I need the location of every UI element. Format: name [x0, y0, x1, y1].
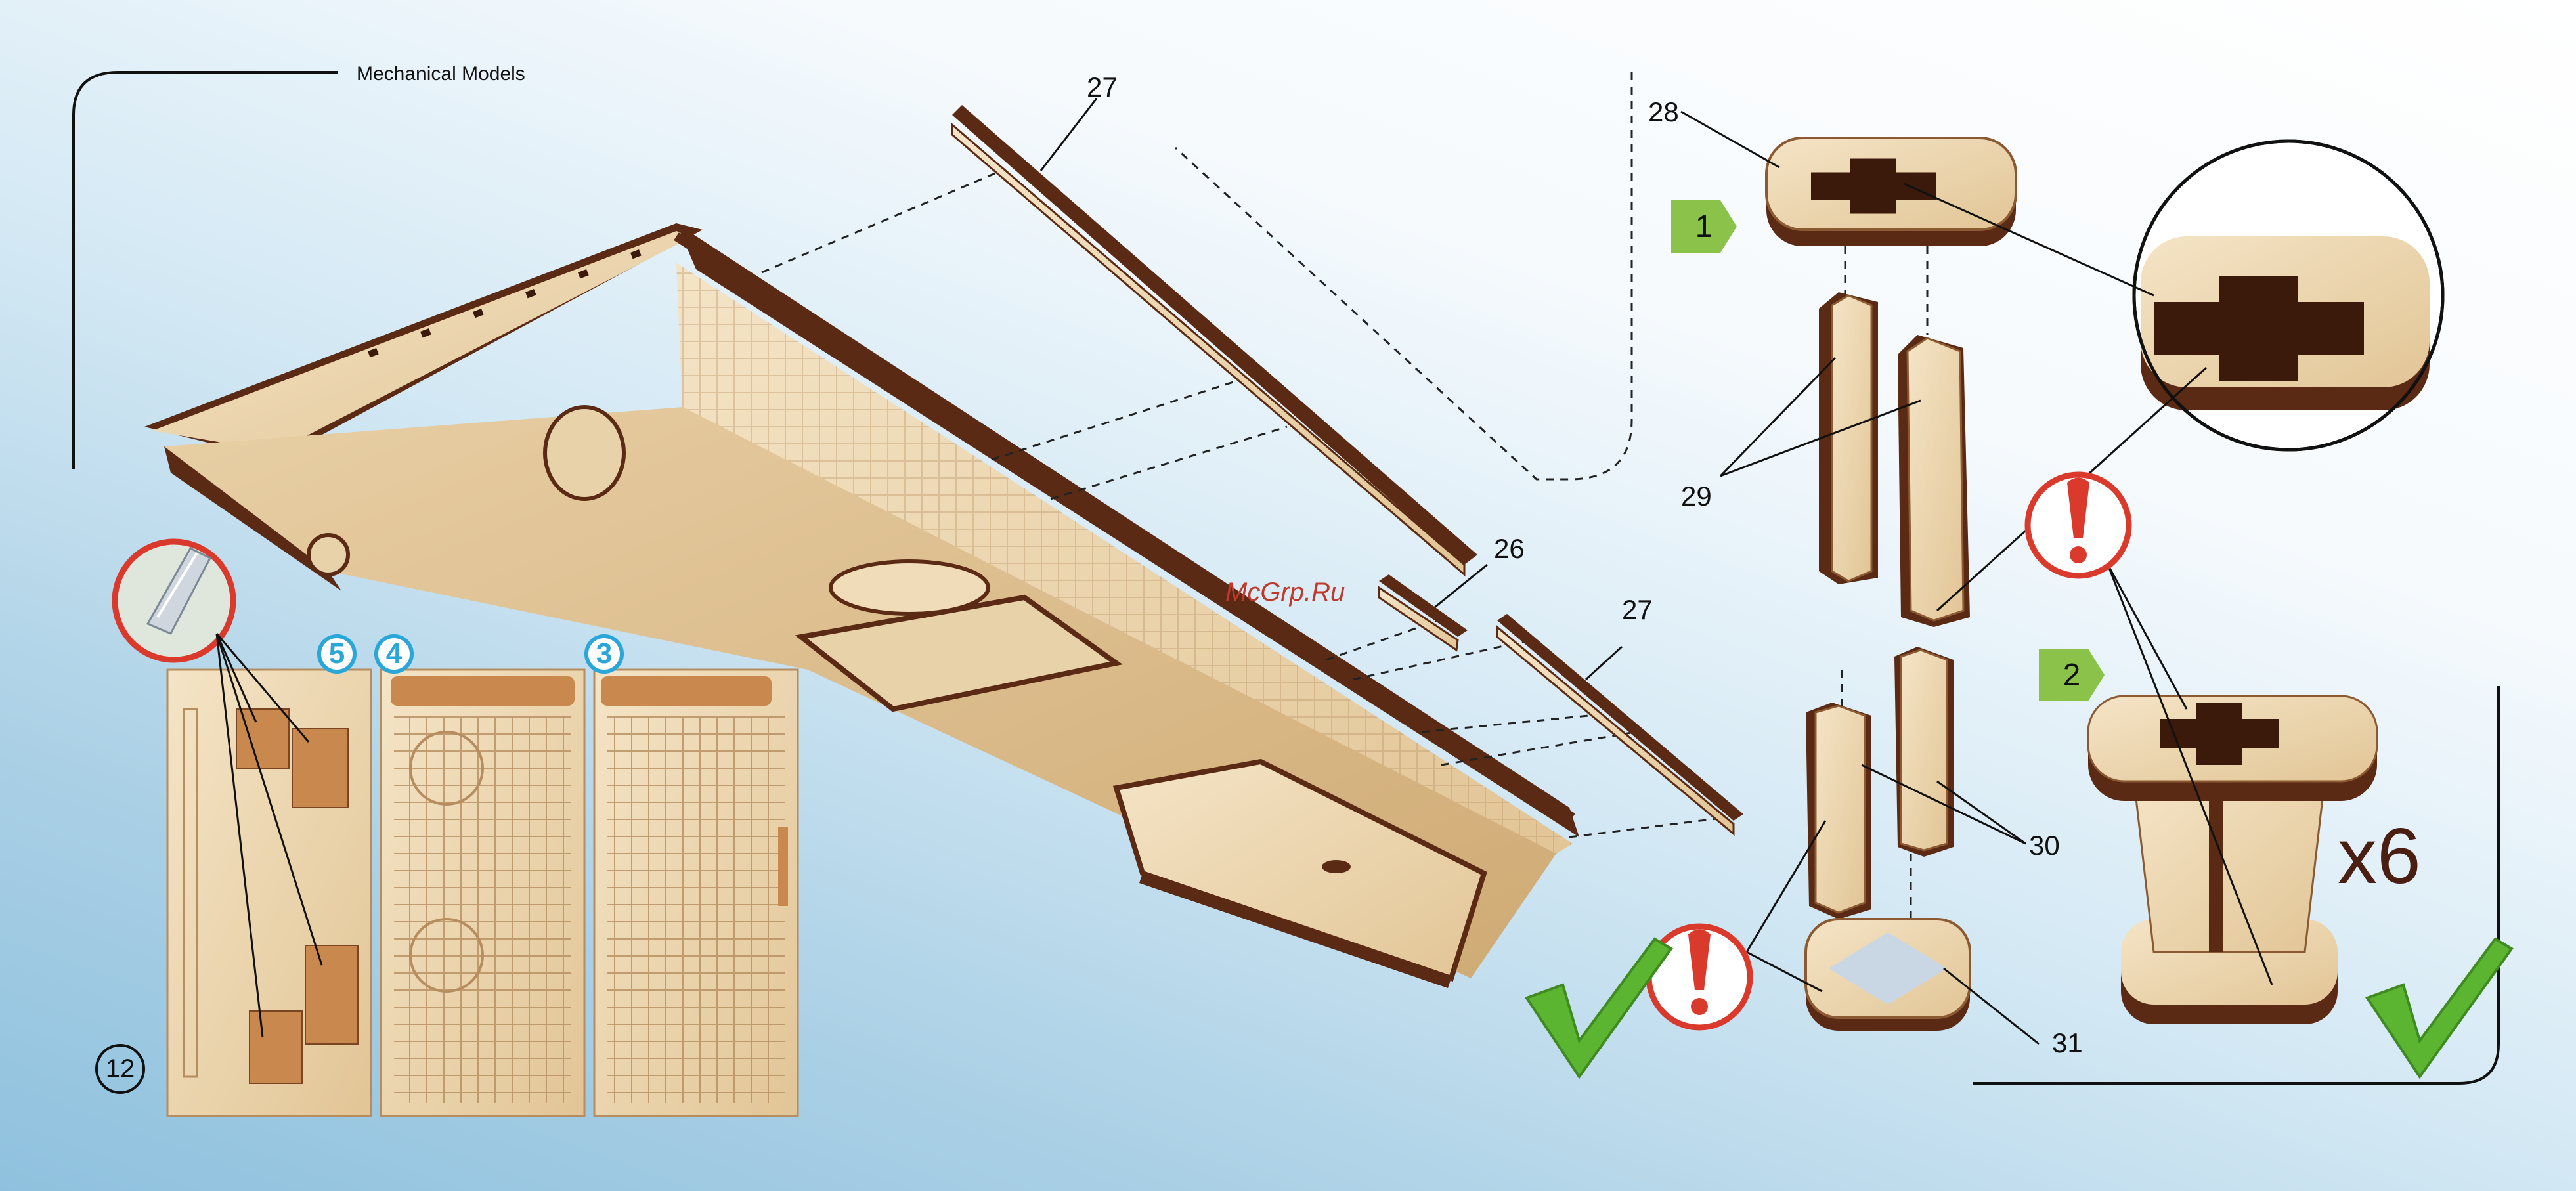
label-part-29: 29: [1681, 483, 1712, 510]
label-part-27-mid: 27: [1622, 596, 1653, 624]
label-part-27-top: 27: [1087, 74, 1118, 101]
part-31-ring: [1806, 919, 1970, 1031]
part-29-pillars: [1819, 292, 1970, 627]
knife-icon: [115, 542, 233, 660]
label-part-30: 30: [2029, 832, 2060, 859]
sheet-4: [381, 670, 584, 1116]
step-1-badge: 1: [1674, 204, 1734, 249]
part-28-cap: [1766, 138, 2016, 246]
quantity-multiplier: x6: [2338, 811, 2421, 901]
label-part-28: 28: [1648, 98, 1679, 126]
watermark: McGrp.Ru: [1225, 578, 1345, 607]
step-2-badge: 2: [2042, 652, 2101, 698]
label-part-31: 31: [2052, 1029, 2083, 1057]
page-number: 12: [95, 1044, 145, 1094]
checkmark-icon: [1527, 939, 1671, 1077]
sheet-5: [167, 670, 371, 1116]
label-part-26: 26: [1494, 535, 1525, 563]
part-30-pillars: [1806, 647, 1954, 919]
sheet-3-badge: 3: [584, 634, 624, 674]
warning-icon: [1649, 926, 1750, 1028]
warning-icon: [2028, 475, 2129, 576]
assembled-pillar: [2088, 696, 2377, 1024]
part-26: [1379, 574, 1468, 650]
sheet-3: [594, 670, 798, 1116]
page-title: Mechanical Models: [357, 63, 525, 85]
checkmark-icon: [2367, 939, 2512, 1077]
sheet-5-badge: 5: [317, 634, 357, 674]
sheet-4-badge: 4: [374, 634, 414, 674]
divider-dashed: [1175, 72, 1632, 479]
